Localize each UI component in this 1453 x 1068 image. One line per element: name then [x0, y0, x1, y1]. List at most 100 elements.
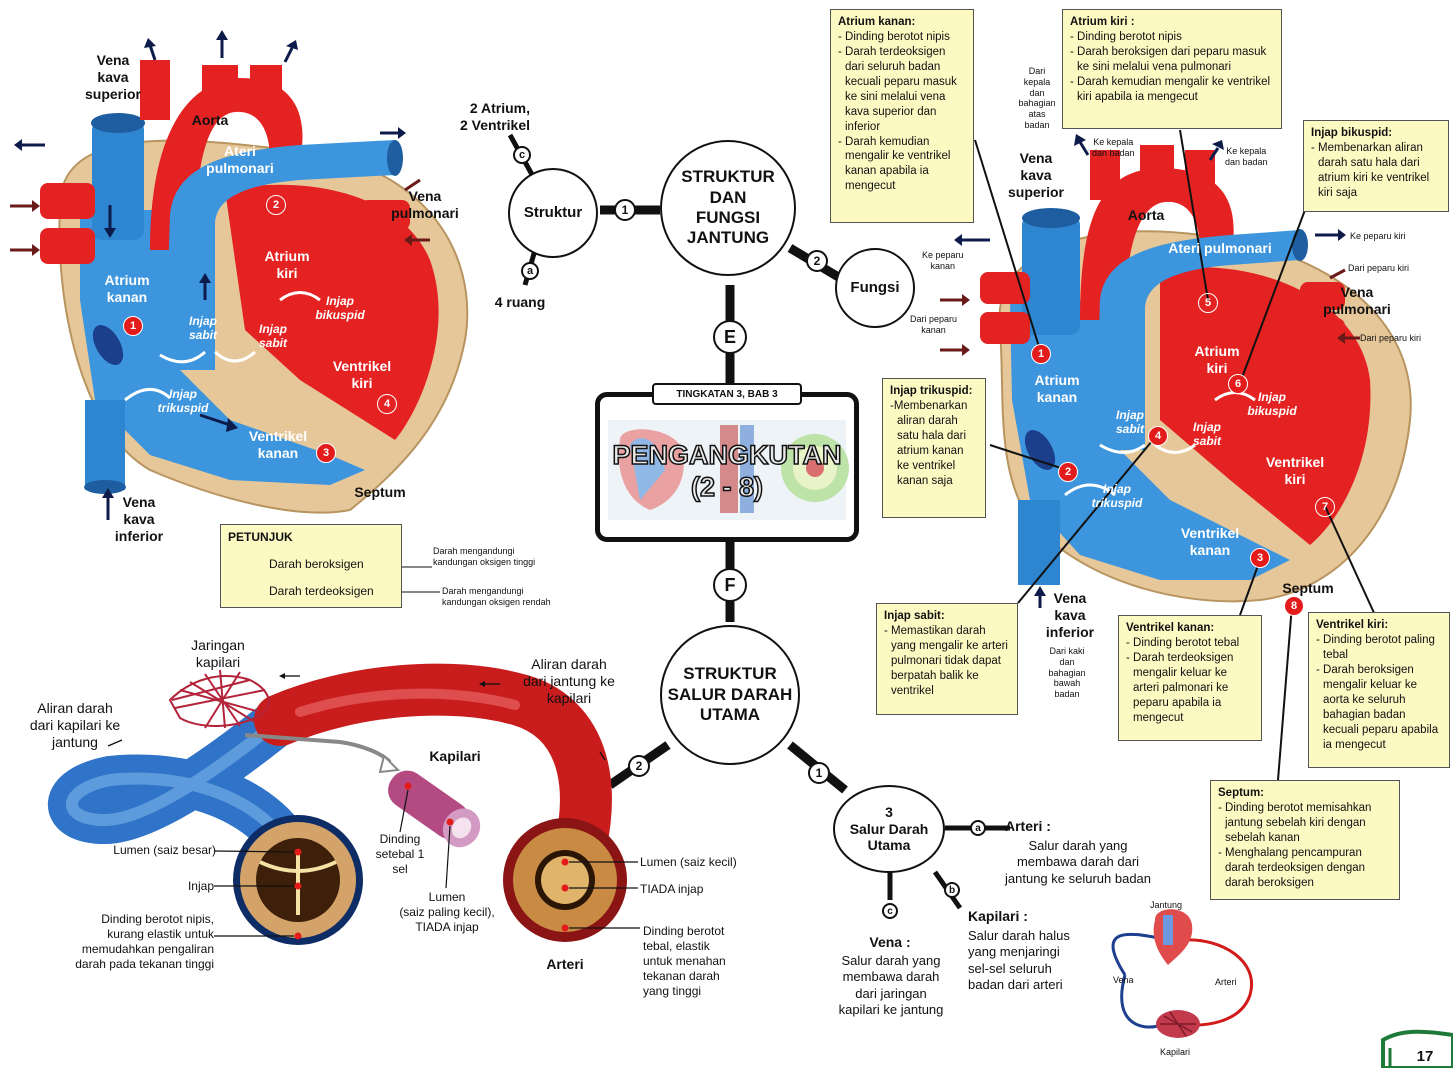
lh-injap-trikuspid: Injap trikuspid: [148, 387, 218, 416]
badge-vena-c: c: [882, 903, 898, 919]
note-item: - Darah beroksigen mengalir keluar ke ao…: [1316, 663, 1442, 753]
rh-marker-2: 2: [1058, 462, 1078, 482]
lh-aorta: Aorta: [180, 112, 240, 129]
rh-vena-kava-inferior: Vena kava inferior: [1034, 590, 1106, 640]
center-subtitle: (2 - 8): [600, 472, 854, 503]
note-ventrikel-kiri-head: Ventrikel kiri:: [1316, 618, 1442, 633]
label-circ-jantung: Jantung: [1150, 900, 1182, 911]
label-lumen-kecil: Lumen (saiz kecil): [640, 855, 760, 870]
center-title: PENGANGKUTAN: [600, 440, 854, 471]
note-ventrikel-kanan-head: Ventrikel kanan:: [1126, 621, 1254, 636]
lh-septum: Septum: [340, 484, 420, 501]
label-dinding-sel: Dinding setebal 1 sel: [368, 832, 432, 877]
rh-dari-kepala: Dari kepala dan bahagian atas badan: [1012, 66, 1062, 131]
lh-atrium-kiri: Atrium kiri: [252, 248, 322, 282]
label-circ-kapilari: Kapilari: [1160, 1047, 1190, 1058]
rh-marker-6: 6: [1228, 374, 1248, 394]
rh-ke-peparu-kiri: Ke peparu kiri: [1350, 231, 1406, 242]
note-item: - Darah kemudian mengalir ke ventrikel k…: [1070, 75, 1274, 105]
badge-letter-f: F: [713, 568, 747, 602]
note-ventrikel-kiri: Ventrikel kiri: - Dinding berotot paling…: [1308, 612, 1450, 768]
node-fungsi: Fungsi: [835, 248, 915, 328]
label-4-ruang: 4 ruang: [480, 294, 560, 311]
note-item: -Membenarkan aliran darah satu hala dari…: [890, 399, 978, 489]
note-item: - Dinding berotot nipis: [838, 30, 966, 45]
note-injap-sabit: Injap sabit: - Memastikan darah yang men…: [876, 603, 1018, 715]
circulation-loop: [1113, 909, 1252, 1038]
rh-atrium-kanan: Atrium kanan: [1022, 372, 1092, 406]
lh-marker-4: 4: [377, 394, 397, 414]
lh-marker-2: 2: [266, 195, 286, 215]
label-aliran-jantung-kapilari: Aliran darah dari jantung ke kapilari: [510, 656, 628, 706]
legend-oxy-label: Darah beroksigen: [269, 557, 364, 571]
badge-a: a: [521, 262, 539, 280]
label-circ-arteri: Arteri: [1215, 977, 1237, 988]
rh-marker-8: 8: [1284, 596, 1304, 616]
rh-dari-peparu-kanan: Dari peparu kanan: [910, 314, 957, 336]
rh-marker-5: 5: [1198, 293, 1218, 313]
label-lumen-kapilari: Lumen (saiz paling kecil), TIADA injap: [388, 890, 506, 935]
rh-septum: Septum: [1268, 580, 1348, 597]
node-struktur: Struktur: [508, 168, 598, 258]
note-item: - Dinding berotot nipis: [1070, 30, 1274, 45]
label-dinding-vena: Dinding berotot nipis, kurang elastik un…: [50, 912, 214, 972]
lh-injap-bikuspid: Injap bikuspid: [305, 294, 375, 323]
note-atrium-kanan: Atrium kanan: - Dinding berotot nipis - …: [830, 9, 974, 223]
badge-1: 1: [614, 199, 636, 221]
note-item: - Darah terdeoksigen mengalir keluar ke …: [1126, 651, 1254, 726]
lh-ventrikel-kiri: Ventrikel kiri: [322, 358, 402, 392]
center-box-header: TINGKATAN 3, BAB 3: [652, 383, 802, 405]
legend-deoxy-note: Darah mengandungi kandungan oksigen rend…: [442, 586, 551, 608]
label-kapilari: Kapilari: [420, 748, 490, 765]
label-aliran-kapilari-jantung: Aliran darah dari kapilari ke jantung: [16, 700, 134, 750]
lh-marker-1: 1: [123, 316, 143, 336]
rh-dari-peparu-kiri-1: Dari peparu kiri: [1348, 263, 1409, 274]
note-item: - Darah beroksigen dari peparu masuk ke …: [1070, 45, 1274, 75]
legend-deoxy-label: Darah terdeoksigen: [269, 584, 374, 598]
rh-marker-3: 3: [1250, 548, 1270, 568]
note-item: - Darah terdeoksigen dari seluruh badan …: [838, 45, 966, 135]
rh-aorta: Aorta: [1116, 207, 1176, 224]
rh-vena-kava-superior: Vena kava superior: [1000, 150, 1072, 200]
badge-letter-e: E: [713, 320, 747, 354]
note-item: - Dinding berotot paling tebal: [1316, 633, 1442, 663]
rh-injap-trikuspid: Injap trikuspid: [1082, 482, 1152, 511]
label-kapilari-text: Salur darah halus yang menjaringi sel-se…: [968, 928, 1070, 993]
lh-injap-sabit-1: Injap sabit: [178, 314, 228, 343]
lh-ventrikel-kanan: Ventrikel kanan: [238, 428, 318, 462]
label-kapilari-head: Kapilari :: [968, 908, 1028, 925]
rh-dari-peparu-kiri-2: Dari peparu kiri: [1360, 333, 1421, 344]
note-item: - Dinding berotot memisahkan jantung seb…: [1218, 801, 1392, 846]
legend-title: PETUNJUK: [228, 530, 293, 544]
lh-marker-3: 3: [316, 443, 336, 463]
rh-marker-7: 7: [1315, 497, 1335, 517]
rh-ke-kepala-1: Ke kepala dan badan: [1092, 137, 1135, 159]
label-lumen-besar: Lumen (saiz besar): [96, 843, 216, 858]
label-vena-head: Vena :: [855, 934, 925, 951]
label-injap: Injap: [150, 879, 214, 894]
label-arteri-text: Salur darah yang membawa darah dari jant…: [1005, 838, 1151, 887]
badge-c: c: [513, 146, 531, 164]
rh-injap-sabit-2: Injap sabit: [1182, 420, 1232, 449]
rh-ke-peparu-kanan: Ke peparu kanan: [922, 250, 964, 272]
lh-atrium-kanan: Atrium kanan: [92, 272, 162, 306]
note-injap-bikuspid: Injap bikuspid: - Membenarkan aliran dar…: [1303, 120, 1449, 212]
note-item: - Memastikan darah yang mengalir ke arte…: [884, 624, 1010, 699]
badge-kapilari-b: b: [944, 882, 960, 898]
note-septum-head: Septum:: [1218, 786, 1392, 801]
rh-marker-1: 1: [1031, 344, 1051, 364]
blood-vessels-illustration: [72, 670, 640, 945]
badge-vessel-2: 2: [628, 755, 650, 777]
rh-ventrikel-kiri: Ventrikel kiri: [1255, 454, 1335, 488]
label-2-atrium-2-ventrikel: 2 Atrium, 2 Ventrikel: [400, 100, 530, 134]
note-septum: Septum: - Dinding berotot memisahkan jan…: [1210, 780, 1400, 900]
note-injap-trikuspid-head: Injap trikuspid:: [890, 384, 978, 399]
rh-atrium-kiri: Atrium kiri: [1182, 343, 1252, 377]
note-injap-trikuspid: Injap trikuspid: -Membenarkan aliran dar…: [882, 378, 986, 518]
rh-injap-bikuspid: Injap bikuspid: [1237, 390, 1307, 419]
badge-arteri-a: a: [970, 820, 986, 836]
lh-vena-kava-superior: Vena kava superior: [78, 52, 148, 102]
rh-ke-kepala-2: Ke kepala dan badan: [1225, 146, 1268, 168]
label-jaringan-kapilari: Jaringan kapilari: [178, 637, 258, 671]
label-arteri: Arteri: [538, 956, 592, 973]
